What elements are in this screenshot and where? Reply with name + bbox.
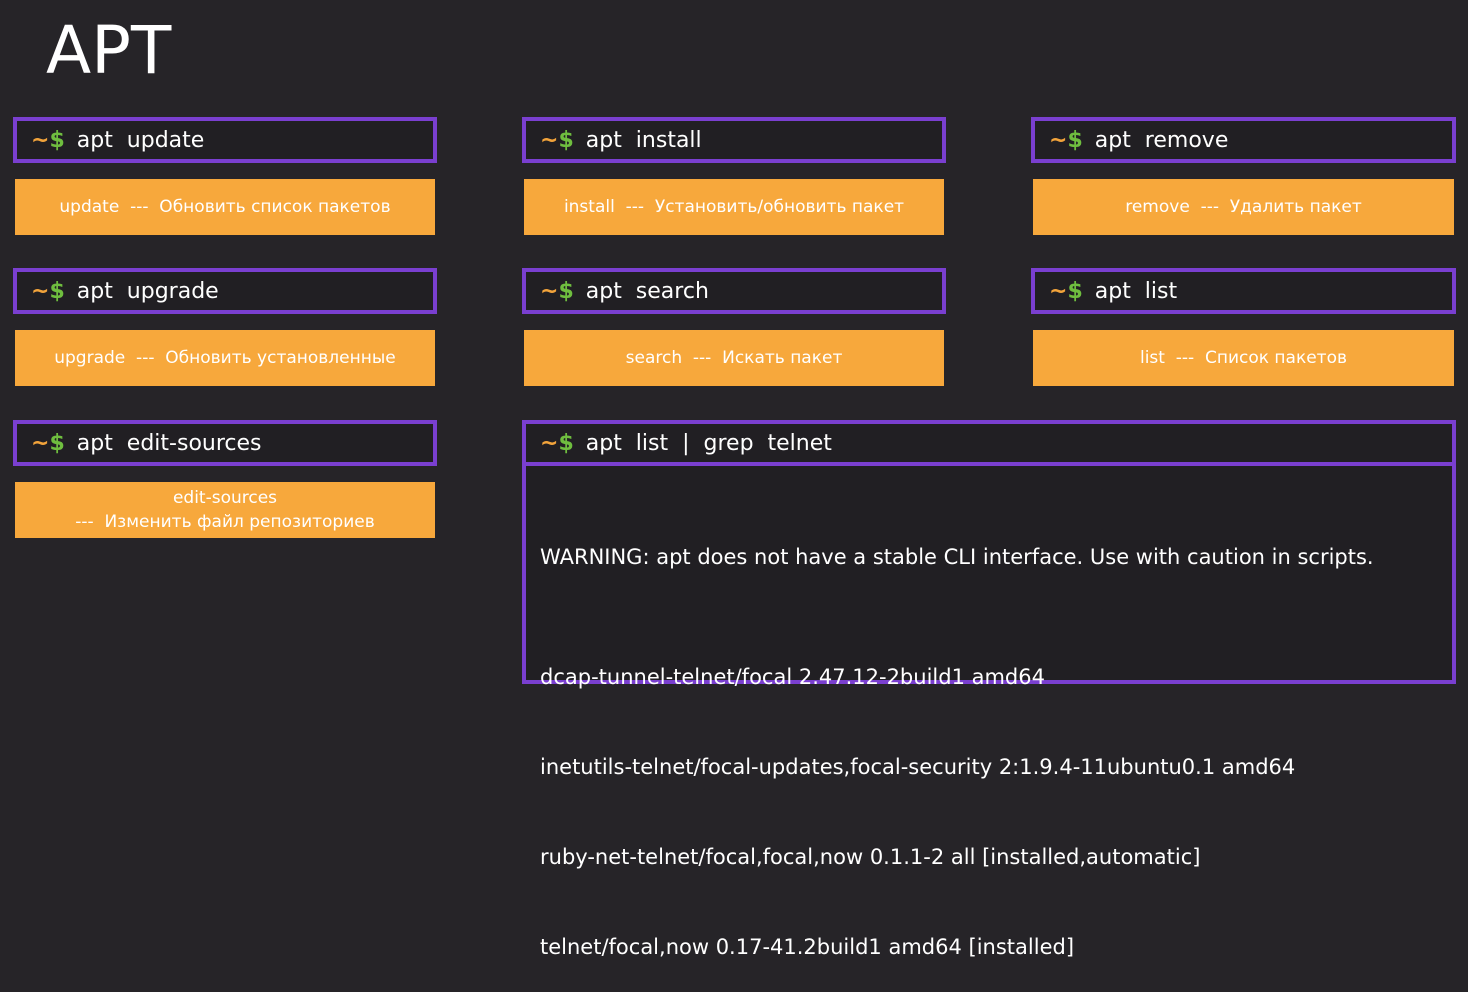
command-apt-list-grep-telnet: ~$ apt list | grep telnet — [522, 420, 1456, 466]
page-title: APT — [46, 12, 172, 89]
output-warning: WARNING: apt does not have a stable CLI … — [540, 545, 1374, 569]
output-line: inetutils-telnet/focal-updates,focal-sec… — [540, 755, 1296, 779]
prompt-tilde: ~ — [1049, 127, 1068, 153]
prompt-tilde: ~ — [540, 127, 559, 153]
description-install: install --- Установить/обновить пакет — [524, 179, 944, 235]
description-search: search --- Искать пакет — [524, 330, 944, 386]
command-apt-install: ~$ apt install — [522, 117, 946, 163]
command-text: apt upgrade — [76, 278, 219, 304]
description-update: update --- Обновить список пакетов — [15, 179, 435, 235]
description-upgrade: upgrade --- Обновить установленные — [15, 330, 435, 386]
prompt-dollar: $ — [558, 430, 574, 456]
description-remove: remove --- Удалить пакет — [1033, 179, 1454, 235]
prompt-tilde: ~ — [540, 430, 559, 456]
prompt-tilde: ~ — [1049, 278, 1068, 304]
output-line: dcap-tunnel-telnet/focal 2.47.12-2build1… — [540, 665, 1045, 689]
command-apt-remove: ~$ apt remove — [1031, 117, 1456, 163]
terminal-output: WARNING: apt does not have a stable CLI … — [522, 466, 1456, 959]
command-apt-edit-sources: ~$ apt edit-sources — [13, 420, 437, 466]
prompt-dollar: $ — [1067, 278, 1083, 304]
prompt-tilde: ~ — [31, 430, 50, 456]
prompt-dollar: $ — [49, 278, 65, 304]
command-apt-search: ~$ apt search — [522, 268, 946, 314]
output-line: telnet/focal,now 0.17-41.2build1 amd64 [… — [540, 935, 1075, 959]
command-text: apt list — [1094, 278, 1178, 304]
prompt-dollar: $ — [49, 127, 65, 153]
command-text: apt edit-sources — [76, 430, 262, 456]
command-text: apt list | grep telnet — [585, 430, 832, 456]
description-edit-sources: edit-sources --- Изменить файл репозитор… — [15, 482, 435, 538]
prompt-dollar: $ — [1067, 127, 1083, 153]
prompt-dollar: $ — [558, 127, 574, 153]
prompt-tilde: ~ — [31, 278, 50, 304]
command-apt-list: ~$ apt list — [1031, 268, 1456, 314]
prompt-dollar: $ — [49, 430, 65, 456]
command-text: apt search — [585, 278, 709, 304]
prompt-tilde: ~ — [540, 278, 559, 304]
description-line-2: --- Изменить файл репозиториев — [75, 512, 375, 532]
command-apt-upgrade: ~$ apt upgrade — [13, 268, 437, 314]
prompt-dollar: $ — [558, 278, 574, 304]
output-line: ruby-net-telnet/focal,focal,now 0.1.1-2 … — [540, 845, 1201, 869]
prompt-tilde: ~ — [31, 127, 50, 153]
command-text: apt install — [585, 127, 702, 153]
description-line-1: edit-sources — [172, 488, 278, 508]
command-apt-update: ~$ apt update — [13, 117, 437, 163]
command-text: apt remove — [1094, 127, 1229, 153]
description-list: list --- Список пакетов — [1033, 330, 1454, 386]
command-text: apt update — [76, 127, 205, 153]
